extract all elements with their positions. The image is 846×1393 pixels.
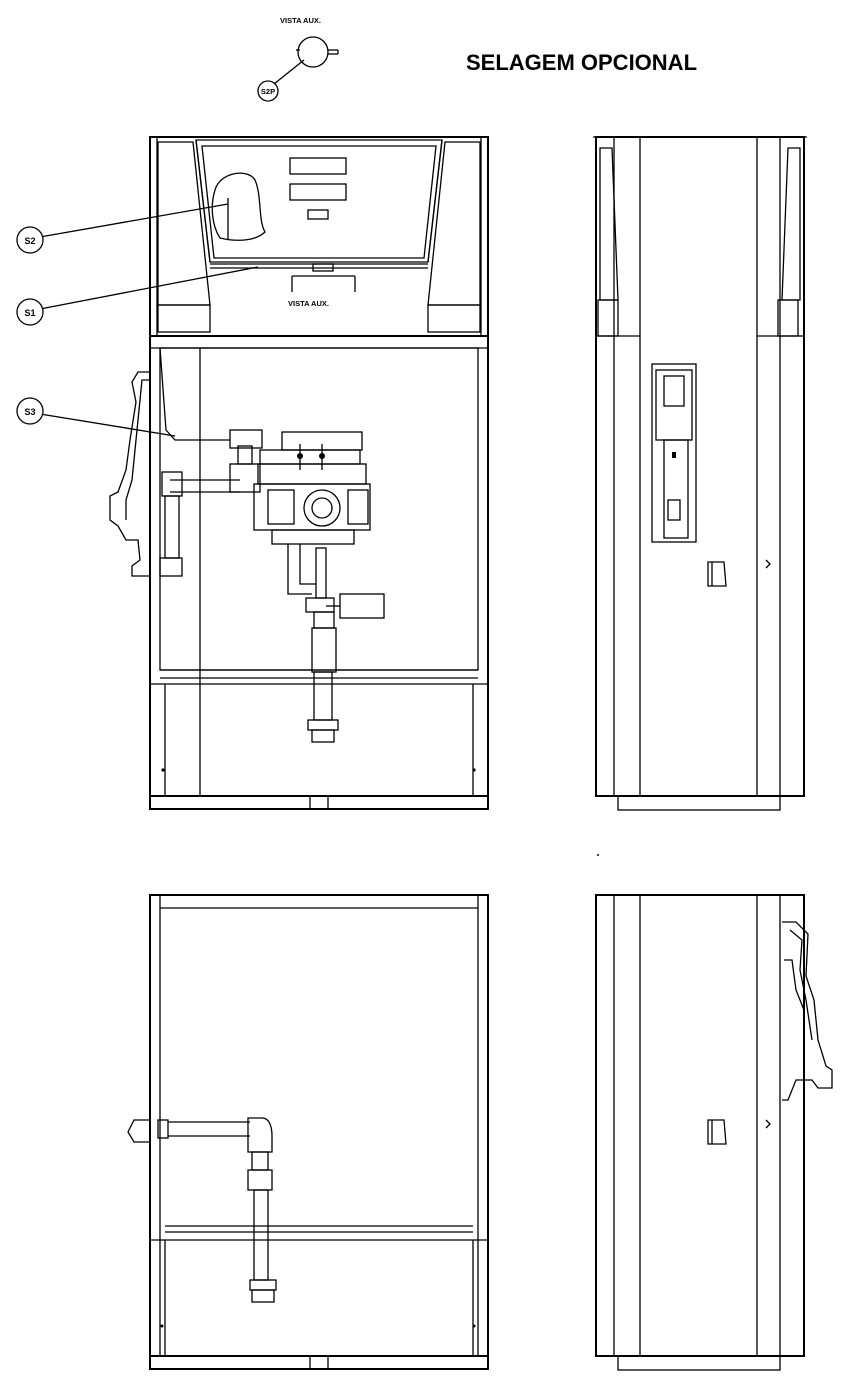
panel-aux-view-label: VISTA AUX.	[288, 299, 329, 308]
seal-label-s1: S1	[24, 308, 35, 318]
side-view-right	[593, 136, 807, 811]
side-view-left	[595, 894, 833, 1371]
seal-label-s3: S3	[24, 407, 35, 417]
seal-marker-s2	[16, 226, 44, 254]
drawing-title: SELAGEM OPCIONAL	[466, 50, 698, 75]
aux-view-seal: VISTA AUX. S2P	[257, 16, 339, 102]
front-view: VISTA AUX.	[109, 136, 489, 810]
seal-marker-s2p	[257, 80, 279, 102]
seal-marker-s1	[16, 298, 44, 326]
seal-label-s2: S2	[24, 236, 35, 246]
seal-markers: S2 S1 S3	[16, 203, 259, 437]
aux-view-label: VISTA AUX.	[280, 16, 321, 25]
back-view	[127, 894, 489, 1370]
seal-marker-s3	[16, 397, 44, 425]
seal-label-s2p: S2P	[261, 87, 275, 96]
